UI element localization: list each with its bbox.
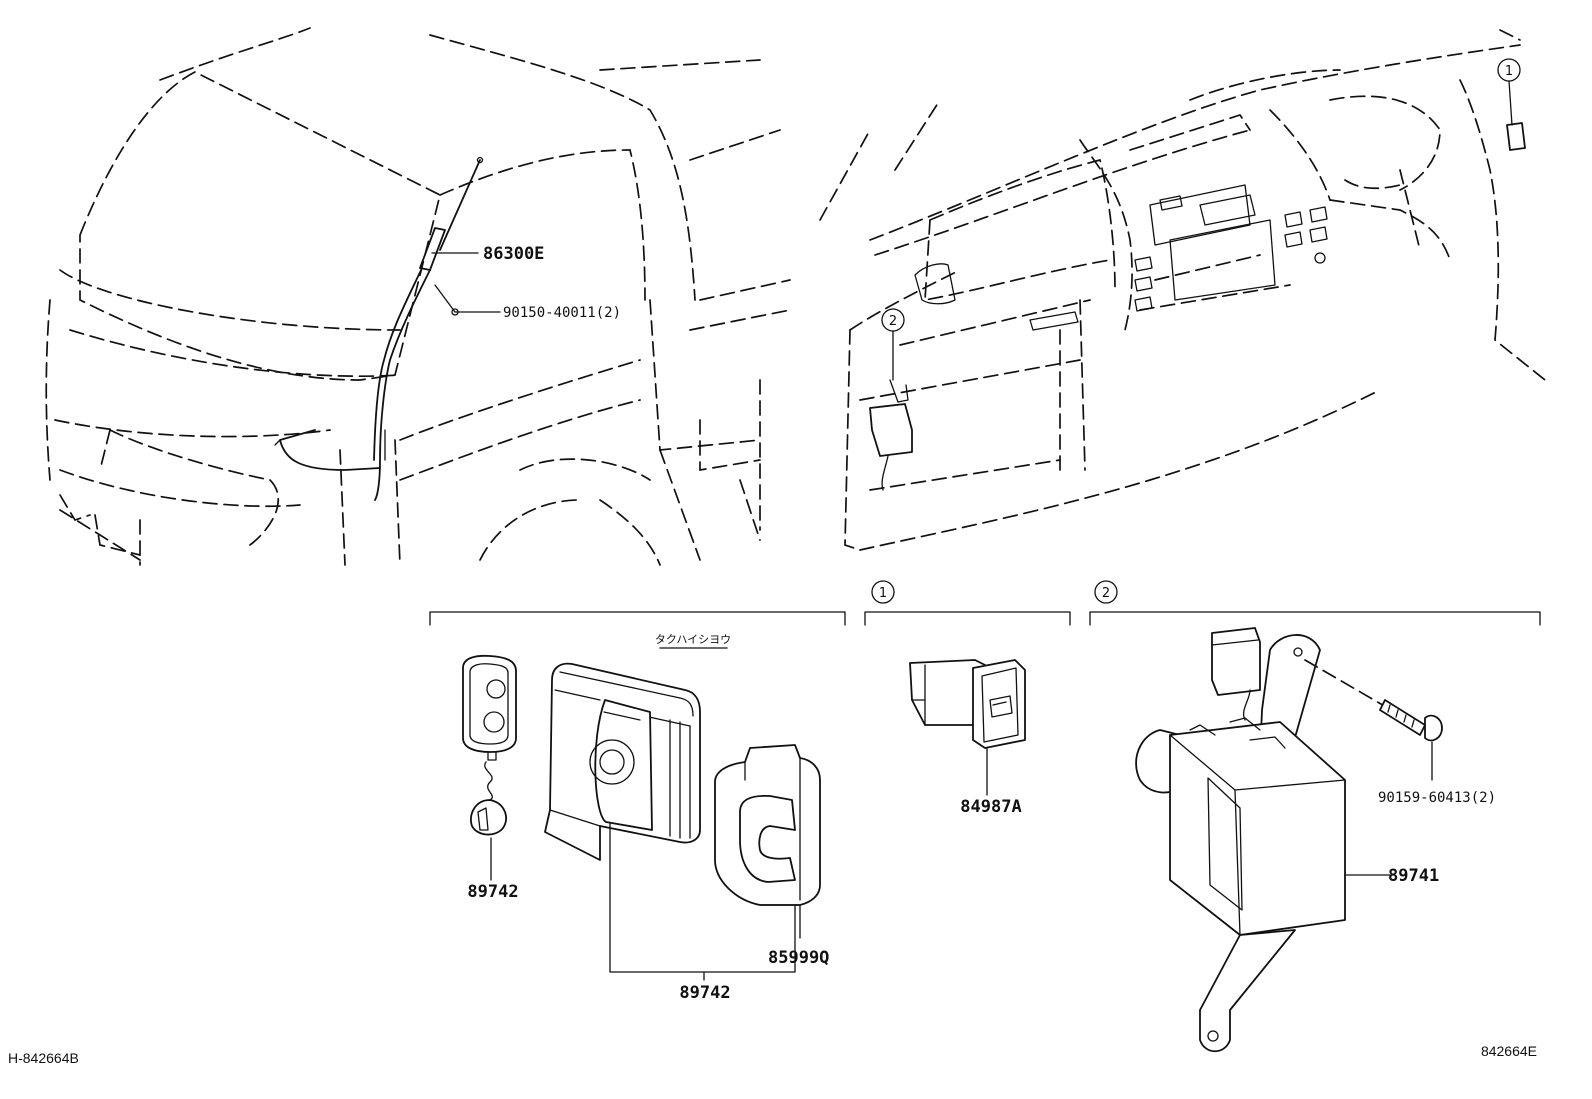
alarm-controller	[1135, 627, 1391, 1053]
svg-text:2: 2	[1102, 586, 1110, 601]
antenna-part-number: 86300E	[483, 244, 544, 264]
alarm-switch	[909, 659, 1026, 796]
svg-text:1: 1	[879, 586, 887, 601]
dashboard-illustration	[819, 29, 1546, 551]
siren-cover-part-number: 85999Q	[768, 948, 829, 968]
callout-2-top: 2	[881, 308, 905, 381]
alarm-set-part-number: 89742	[679, 983, 730, 1003]
group-bracket-main	[429, 611, 846, 649]
truck-cab-illustration	[45, 27, 791, 566]
footer-right-code: 842664E	[1481, 1043, 1537, 1059]
group-bracket-1: 1	[864, 580, 1071, 626]
svg-text:1: 1	[1505, 64, 1513, 79]
controller-bolt-part-number: 90159-60413(2)	[1378, 790, 1496, 806]
transmitter-part-number: 89742	[467, 882, 518, 902]
controller-part-number: 89741	[1388, 866, 1439, 886]
key-fob-transmitter	[462, 654, 517, 881]
alarm-siren-unit	[544, 662, 796, 973]
group-note-text: タクハイシヨウ	[655, 633, 731, 646]
group-bracket-2: 2	[1089, 580, 1541, 626]
svg-text:2: 2	[889, 314, 897, 329]
controller-bolt	[1304, 659, 1443, 781]
siren-cover	[714, 744, 821, 939]
footer-left-code: H-842664B	[8, 1050, 79, 1066]
antenna-screw-part-number: 90150-40011(2)	[503, 305, 621, 321]
callout-1-top: 1	[1497, 58, 1521, 126]
switch-part-number: 84987A	[960, 797, 1021, 817]
